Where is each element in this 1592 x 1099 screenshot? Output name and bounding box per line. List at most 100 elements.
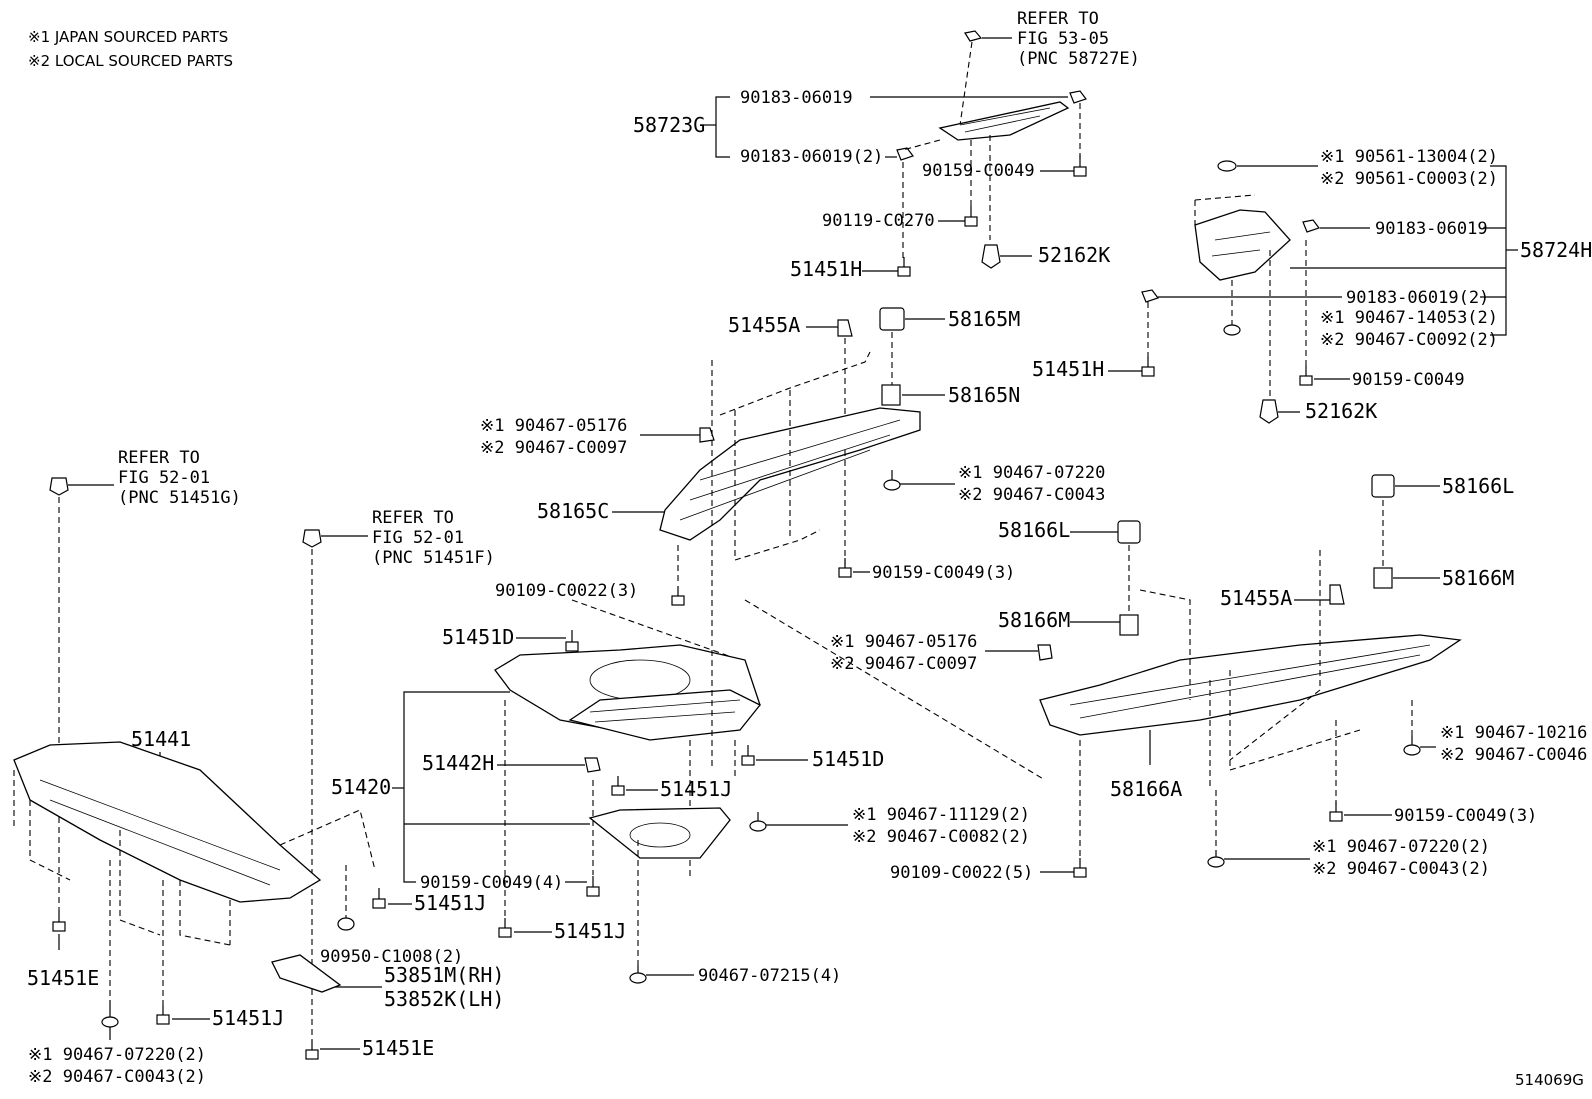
- bolt-icon: [1299, 366, 1313, 386]
- label-90467-C0097-a: ※2 90467-C0097: [480, 438, 627, 458]
- bolt-icon: [1073, 858, 1087, 878]
- label-90159-C0049-b: 90159-C0049: [1352, 370, 1465, 390]
- ref-label-line3: (PNC 58727E): [1017, 49, 1140, 69]
- assembly-58723G: REFER TO FIG 53-05 (PNC 58727E) 58723G 9…: [633, 9, 1140, 281]
- label-90467-14053: ※1 90467-14053(2): [1320, 308, 1498, 328]
- label-90950-C1008: 90950-C1008(2): [320, 947, 463, 967]
- bolt-icon: [964, 206, 978, 227]
- label-58166A: 58166A: [1110, 777, 1182, 801]
- bolt-icon: [156, 1005, 170, 1025]
- label-90467-C0046: ※2 90467-C0046: [1440, 745, 1587, 765]
- clip-icon: [1329, 584, 1345, 605]
- label-90467-C0082: ※2 90467-C0082(2): [852, 827, 1030, 847]
- ref-label-line3: (PNC 51451F): [372, 548, 495, 568]
- clip-icon: [1207, 850, 1225, 868]
- label-52162K-b: 52162K: [1305, 399, 1377, 423]
- label-90467-C0043-a: ※2 90467-C0043: [958, 485, 1105, 505]
- label-90467-07220-a: ※1 90467-07220: [958, 463, 1105, 483]
- clip-icon: [1403, 736, 1421, 756]
- clip-icon: [1037, 644, 1053, 661]
- bolt-icon: [565, 630, 579, 652]
- note-japan-sourced: ※1 JAPAN SOURCED PARTS: [28, 28, 228, 46]
- label-52162K-a: 52162K: [1038, 243, 1110, 267]
- note-local-sourced: ※2 LOCAL SOURCED PARTS: [28, 52, 233, 70]
- ref-label-line2: FIG 52-01: [372, 528, 464, 548]
- nut-icon: [879, 307, 905, 331]
- label-90467-07220-2a: ※1 90467-07220(2): [28, 1045, 206, 1065]
- label-51451J-b: 51451J: [554, 919, 626, 943]
- clip-icon: [1141, 289, 1159, 303]
- label-90467-05176-b: ※1 90467-05176: [830, 632, 977, 652]
- clip-icon: [302, 529, 322, 548]
- assembly-51420: 51451D 51451D 51442H 51451J 51420: [331, 360, 1046, 986]
- part-53851M: [271, 954, 342, 993]
- label-51451J-d: 51451J: [212, 1006, 284, 1030]
- nut-icon: [1371, 474, 1395, 498]
- clip-icon: [1223, 324, 1241, 336]
- label-90467-11129: ※1 90467-11129(2): [852, 805, 1030, 825]
- label-58724H: 58724H: [1520, 238, 1592, 262]
- part-58723G: [938, 101, 1070, 141]
- label-58166L-a: 58166L: [1442, 474, 1514, 498]
- label-58165C: 58165C: [537, 499, 609, 523]
- clip-icon: [629, 965, 647, 984]
- label-58166M-b: 58166M: [998, 608, 1070, 632]
- label-90467-07215: 90467-07215(4): [698, 966, 841, 986]
- clip-icon: [896, 147, 914, 161]
- ref-label-line2: FIG 53-05: [1017, 29, 1109, 49]
- clip-icon: [749, 812, 767, 832]
- label-51451D-a: 51451D: [442, 625, 514, 649]
- part-51420-cover: [588, 807, 731, 859]
- assembly-58166A: 58166L 58166L 58166M 51455A 58166M ※1 90…: [830, 474, 1587, 883]
- nut-icon: [1119, 614, 1139, 636]
- ref-label-line3: (PNC 51451G): [118, 488, 241, 508]
- label-90159-C0049-a: 90159-C0049: [922, 161, 1035, 181]
- clip-icon: [964, 30, 983, 42]
- clip-icon: [837, 319, 853, 337]
- label-90561-C0003: ※2 90561-C0003(2): [1320, 169, 1498, 189]
- label-53852K: 53852K(LH): [384, 987, 504, 1011]
- bolt-icon: [498, 918, 512, 938]
- bolt-icon: [741, 745, 755, 766]
- clip-icon: [49, 477, 69, 496]
- clip-icon: [699, 427, 715, 443]
- label-58166L-b: 58166L: [998, 518, 1070, 542]
- assembly-58724H: ※1 90561-13004(2) ※2 90561-C0003(2) 5872…: [1032, 147, 1592, 424]
- label-90561-13004: ※1 90561-13004(2): [1320, 147, 1498, 167]
- label-90183-06019-2b: 90183-06019(2): [1346, 288, 1489, 308]
- ref-label-line1: REFER TO: [372, 508, 454, 528]
- clip-icon: [101, 1000, 119, 1028]
- bolt-icon: [586, 876, 600, 897]
- label-51451H-b: 51451H: [1032, 357, 1104, 381]
- label-51451E-a: 51451E: [27, 966, 99, 990]
- nut-icon: [881, 384, 901, 406]
- nut-icon: [1373, 567, 1393, 589]
- label-58165N: 58165N: [948, 383, 1020, 407]
- part-58165C: [659, 407, 921, 541]
- label-51441: 51441: [131, 727, 191, 751]
- label-51442H: 51442H: [422, 751, 494, 775]
- washer-icon: [337, 917, 355, 931]
- label-58723G: 58723G: [633, 113, 705, 137]
- label-90467-07220-2b: ※1 90467-07220(2): [1312, 837, 1490, 857]
- label-51451J-a: 51451J: [660, 777, 732, 801]
- bolt-icon: [52, 910, 66, 932]
- label-51420: 51420: [331, 775, 391, 799]
- label-90183-06019-2a: 90183-06019(2): [740, 147, 883, 167]
- label-90467-C0043-2a: ※2 90467-C0043(2): [28, 1067, 206, 1087]
- clip-icon: [1069, 90, 1087, 104]
- part-58166A: [1039, 634, 1462, 736]
- figure-id: 514069G: [1515, 1071, 1584, 1089]
- label-90109-C0022-5: 90109-C0022(5): [890, 863, 1033, 883]
- clip-icon: [981, 244, 1001, 269]
- label-90467-10216: ※1 90467-10216: [1440, 723, 1587, 743]
- bolt-icon: [1073, 155, 1087, 177]
- label-90467-C0097-b: ※2 90467-C0097: [830, 654, 977, 674]
- ref-label-line1: REFER TO: [1017, 9, 1099, 29]
- bolt-icon: [305, 1040, 319, 1060]
- clip-icon: [1259, 399, 1279, 424]
- label-90159-C0049-3b: 90159-C0049(3): [1394, 806, 1537, 826]
- bolt-icon: [372, 888, 386, 909]
- bolt-icon: [611, 776, 625, 796]
